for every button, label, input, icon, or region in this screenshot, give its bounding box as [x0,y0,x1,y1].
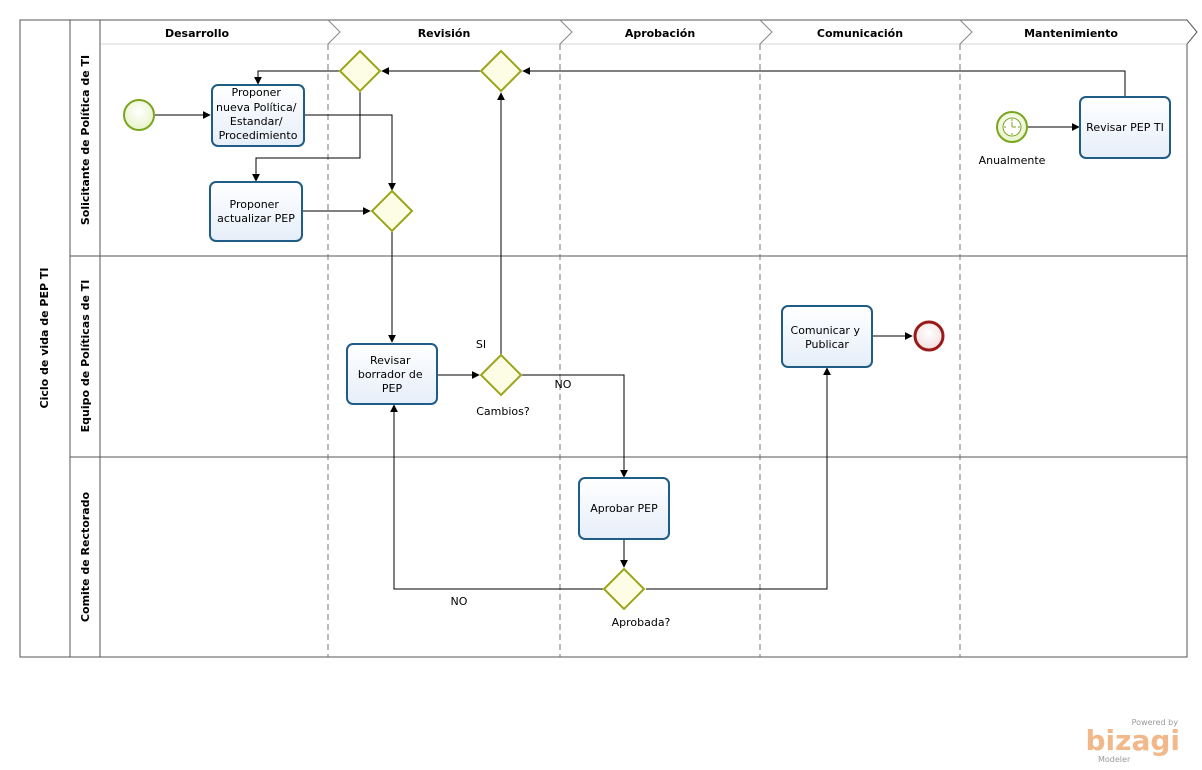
svg-text:Revisar borrador de: Revisar borrador de PEP [358,354,426,395]
svg-text:Proponer nueva Política/: Proponer nueva Política/ Estandar/ Proce… [216,86,300,142]
lane-title-solicitante: Solicitante de Política de TI [79,55,92,225]
brand-product: Modeler [1098,755,1131,764]
brand-name: bizagi [1086,724,1180,757]
task-text-line: Revisar PEP TI [1086,121,1164,134]
gateway-cambios[interactable] [479,353,523,397]
phase-title-desarrollo: Desarrollo [165,27,230,40]
flow-proponer-nueva-to-gw2 [304,114,396,191]
gateway-label-cambios: Cambios? [476,405,530,418]
task-revisar-borrador[interactable]: Revisar borrador de PEP [346,343,438,405]
gateway-aprobada[interactable] [602,567,646,611]
brand-powered: Powered by [1132,718,1179,727]
task-comunicar-publicar[interactable]: Comunicar y Publicar [781,305,873,368]
gateway-label-aprobada: Aprobada? [612,616,671,629]
svg-text:Aprobar PEP: Aprobar PEP [590,502,658,515]
pool [19,19,1198,658]
task-proponer-nueva[interactable]: Proponer nueva Política/ Estandar/ Proce… [211,84,305,147]
svg-text:Revisar PEP TI: Revisar PEP TI [1086,121,1164,134]
timer-start-event[interactable] [996,111,1028,143]
phase-title-mantenimiento: Mantenimiento [1024,27,1118,40]
task-revisar-pep-ti[interactable]: Revisar PEP TI [1079,96,1171,159]
sequence-flows [155,67,1126,590]
pool-title: Ciclo de vida de PEP TI [38,268,51,409]
flow-aprobada-no [390,404,604,590]
task-text-line: Revisar [370,354,411,367]
task-text-line: Proponer [230,198,280,211]
flow-label-no-cambios: NO [555,378,572,391]
gateway-merge-2[interactable] [479,49,523,93]
task-text-line: Estandar/ [230,115,283,128]
flow-aprobada-si [646,367,831,590]
start-event[interactable] [123,99,155,131]
task-text-line: nueva Política/ [216,101,297,114]
lane-title-comite: Comite de Rectorado [79,491,92,622]
phase-title-comunicacion: Comunicación [817,27,903,40]
flow-gw1-to-proponer-nueva [254,70,340,85]
bizagi-logo: Powered by bizagi Modeler [1086,718,1180,764]
task-aprobar-pep[interactable]: Aprobar PEP [578,477,670,540]
task-text-line: borrador de [358,368,423,381]
gateway-join[interactable] [370,189,414,233]
gateway-merge-1[interactable] [338,49,382,93]
flow-label-no-aprobada: NO [451,595,468,608]
task-text-line: Procedimiento [219,129,298,142]
task-text-line: Publicar [805,338,849,351]
svg-text:Proponer actualizar PEP: Proponer actualizar PEP [217,198,295,225]
phase-title-revision: Revisión [418,27,471,40]
flow-label-si: SI [476,338,486,351]
task-text-line: actualizar PEP [217,212,295,225]
task-proponer-actualizar[interactable]: Proponer actualizar PEP [209,181,303,242]
flow-revisar-pep-ti-to-gw3 [522,67,1126,97]
flow-gw1-to-proponer-actualizar [252,91,361,182]
timer-label: Anualmente [979,154,1046,167]
svg-text:Comunicar y Publicar: Comunicar y Publicar [791,324,864,351]
phase-title-aprobacion: Aprobación [625,27,695,40]
end-event[interactable] [913,320,945,352]
task-text-line: Aprobar PEP [590,502,658,515]
task-text-line: PEP [382,382,403,395]
lane-title-equipo: Equipo de Políticas de TI [79,280,92,433]
task-text-line: Proponer [232,86,282,99]
task-text-line: Comunicar y [791,324,861,337]
flow-cambios-no [521,374,628,478]
